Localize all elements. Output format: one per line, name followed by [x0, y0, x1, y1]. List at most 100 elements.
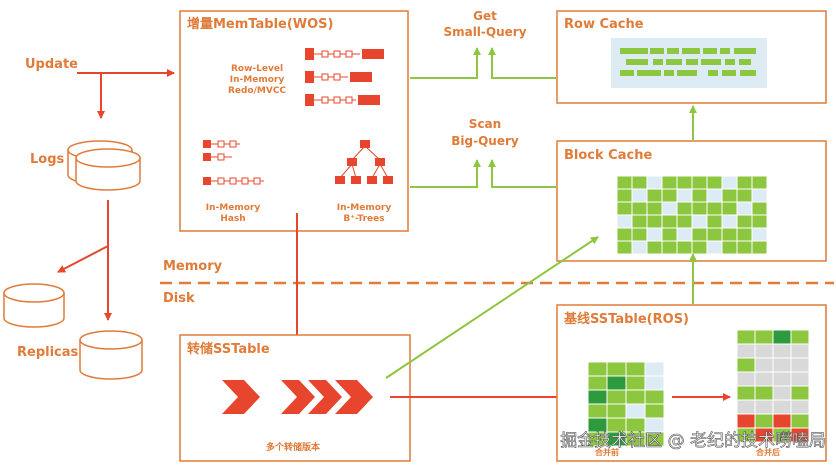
block-cache-cell	[736, 227, 753, 242]
block-cache-cell	[676, 201, 693, 216]
block-cache-cell	[661, 201, 678, 216]
merge-after-cell	[790, 385, 810, 401]
block-cache-cell	[691, 214, 708, 229]
merge-before-cell	[644, 389, 665, 405]
merge-after-cell	[736, 371, 756, 387]
merge-after-cell	[790, 399, 810, 415]
merge-after-cell	[772, 343, 792, 359]
merge-before-cell	[644, 403, 665, 419]
block-cache-cell	[721, 214, 738, 229]
sstable-to-blockcache-arrow	[385, 236, 599, 379]
block-cache-cell	[736, 188, 753, 203]
merge-after-cell	[790, 427, 810, 443]
block-cache-cell	[691, 188, 708, 203]
block-cache-cell	[721, 175, 738, 190]
block-cache-cell	[646, 240, 663, 255]
block-cache-cell	[706, 188, 723, 203]
sstable-caption: 多个转储版本	[266, 441, 321, 453]
watermark: 掘金技术社区 @ 老纪的技术嘮嗑局	[560, 431, 826, 451]
merge-after-cell	[772, 357, 792, 373]
merge-before-grid	[587, 361, 665, 447]
row-level-label: Redo/MVCC	[228, 86, 286, 96]
block-cache-cell	[691, 227, 708, 242]
block-cache-cell	[616, 214, 633, 229]
sstable-versions-icon	[222, 380, 373, 414]
get-query-label: Get	[473, 9, 497, 23]
block-cache-cell	[691, 240, 708, 255]
merge-before-label: 合并前	[594, 447, 619, 457]
block-cache-cell	[631, 240, 648, 255]
merge-after-cell	[754, 357, 774, 373]
sstable-title: 转储SSTable	[187, 341, 270, 357]
block-cache-cell	[616, 188, 633, 203]
block-cache-cell	[616, 201, 633, 216]
block-cache-cell	[751, 227, 768, 242]
block-cache-cell	[751, 175, 768, 190]
replicas-label: Replicas	[17, 345, 79, 360]
block-cache-cell	[751, 240, 768, 255]
block-cache-cell	[706, 201, 723, 216]
disk-label: Disk	[163, 291, 195, 306]
redo-chain-icon	[305, 71, 372, 83]
block-cache-cell	[631, 227, 648, 242]
block-cache-cell	[706, 175, 723, 190]
block-cache-cell	[631, 188, 648, 203]
block-cache-cell	[676, 227, 693, 242]
block-cache-cell	[706, 214, 723, 229]
merge-before-cell	[644, 361, 665, 377]
merge-after-label: 合并后	[755, 447, 780, 457]
merge-after-cell	[790, 413, 810, 429]
merge-after-cell	[772, 399, 792, 415]
merge-after-cell	[736, 399, 756, 415]
hash-caption: Hash	[220, 214, 245, 224]
merge-before-cell	[644, 417, 665, 433]
btree-caption: In-Memory	[337, 203, 392, 213]
merge-before-cell	[606, 403, 627, 419]
hash-caption: In-Memory	[206, 203, 261, 213]
merge-before-cell	[625, 389, 646, 405]
block-cache-title: Block Cache	[564, 148, 652, 163]
merge-after-cell	[736, 329, 756, 345]
merge-after-cell	[736, 385, 756, 401]
merge-before-cell	[625, 361, 646, 377]
block-cache-cell	[736, 240, 753, 255]
base-sstable-title: 基线SSTable(ROS)	[563, 311, 689, 327]
block-cache-grid	[616, 175, 768, 255]
merge-after-cell	[736, 413, 756, 429]
block-cache-cell	[721, 201, 738, 216]
block-cache-cell	[646, 175, 663, 190]
block-cache-cell	[736, 201, 753, 216]
merge-after-cell	[736, 343, 756, 359]
block-cache-cell	[721, 188, 738, 203]
block-cache-cell	[616, 175, 633, 190]
update-label: Update	[25, 57, 78, 72]
merge-after-cell	[790, 357, 810, 373]
block-cache-cell	[646, 214, 663, 229]
block-cache-cell	[631, 214, 648, 229]
logs-db-icon	[67, 140, 141, 191]
scan-query-label: Big-Query	[451, 134, 519, 148]
merge-before-cell	[606, 361, 627, 377]
merge-after-cell	[772, 371, 792, 387]
logs-label: Logs	[30, 152, 65, 167]
merge-before-cell	[606, 417, 627, 433]
blockcache-to-scan-arrow	[488, 159, 556, 188]
redo-chain-icon	[305, 48, 384, 60]
block-cache-cell	[616, 227, 633, 242]
block-cache-cell	[661, 227, 678, 242]
merge-after-cell	[754, 343, 774, 359]
block-cache-cell	[661, 214, 678, 229]
block-cache-cell	[751, 188, 768, 203]
merge-after-cell	[754, 371, 774, 387]
block-cache-cell	[631, 201, 648, 216]
block-cache-cell	[676, 188, 693, 203]
merge-after-cell	[772, 413, 792, 429]
replica-db-icon	[3, 283, 65, 328]
merge-before-cell	[587, 375, 608, 391]
block-cache-cell	[676, 240, 693, 255]
btree-icon	[335, 140, 393, 184]
merge-after-cell	[772, 329, 792, 345]
memtable-box	[179, 10, 409, 232]
